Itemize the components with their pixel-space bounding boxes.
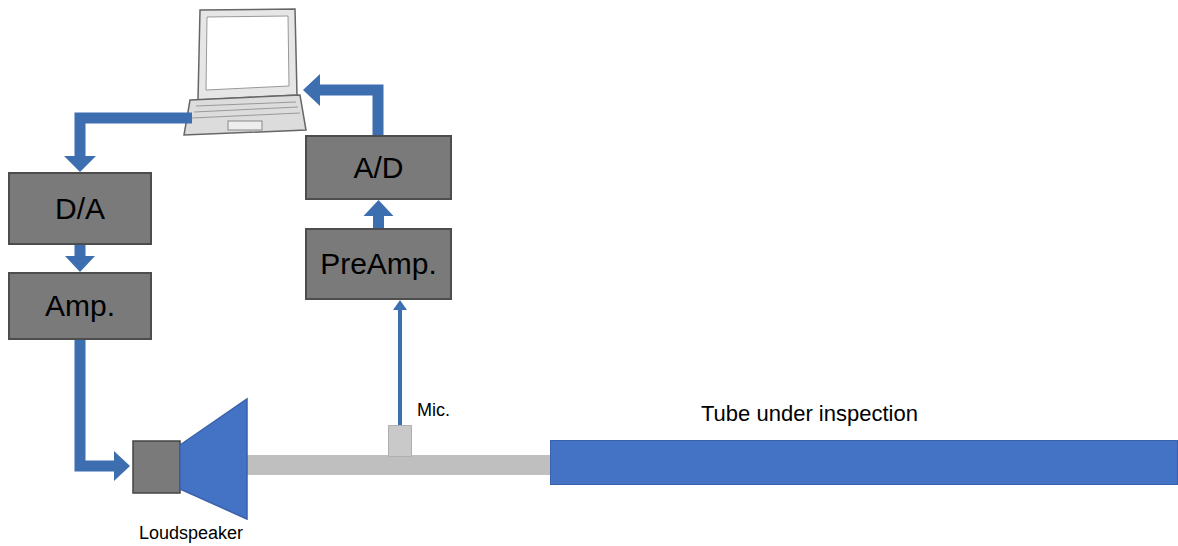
signal-arrow (364, 200, 394, 228)
preamp-box: PreAmp. (305, 228, 452, 300)
arrow-shaft (398, 309, 402, 425)
arrow-shaft (80, 340, 115, 466)
arrow-shaft (75, 245, 86, 257)
loudspeaker: Loudspeaker (130, 395, 252, 544)
signal-arrow (393, 300, 407, 425)
loudspeaker-symbol (130, 395, 252, 544)
arrowhead (65, 256, 95, 272)
signal-arrow (80, 340, 130, 481)
speaker-cone (180, 399, 247, 519)
laptop-icon (184, 9, 306, 135)
node-label: D/A (55, 192, 105, 226)
arrowhead (393, 300, 407, 310)
node-label: Mic. (417, 400, 450, 421)
node-label: PreAmp. (320, 247, 437, 281)
node-label: Loudspeaker (139, 523, 243, 544)
speaker-driver (133, 441, 180, 493)
node-label: Amp. (45, 289, 115, 323)
arrowhead (364, 200, 394, 216)
converter-box: D/A (8, 172, 152, 245)
microphone: Mic. (388, 425, 412, 457)
coupling-tube (245, 455, 552, 475)
node-label: A/D (353, 151, 403, 185)
arrowhead (114, 451, 130, 481)
tube-under-inspection: Tube under inspection (550, 440, 1178, 485)
arrow-shaft (373, 215, 384, 228)
signal-arrow (65, 245, 95, 272)
node-label: Tube under inspection (701, 401, 918, 427)
amplifier-box: Amp. (8, 272, 152, 340)
converter-box: A/D (305, 135, 452, 200)
